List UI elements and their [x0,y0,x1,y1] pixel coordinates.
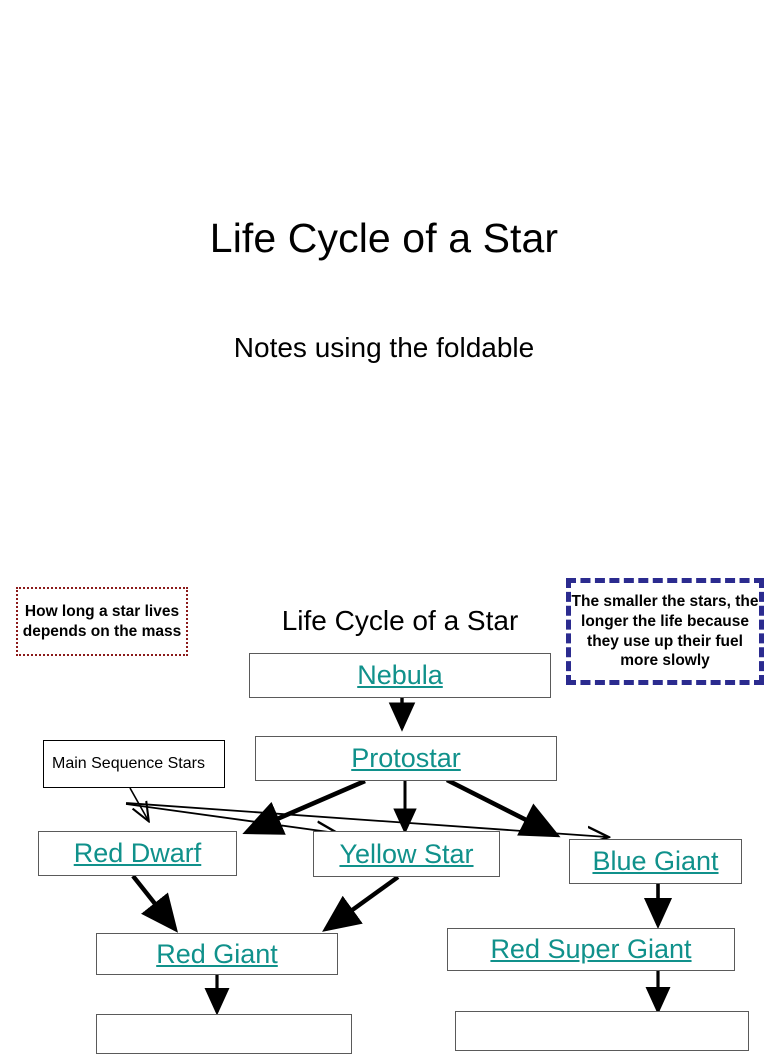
stage-box-blue-giant[interactable]: Blue Giant [569,839,742,884]
stage-box-bottom-right[interactable] [455,1011,749,1051]
stage-box-nebula-label: Nebula [357,660,443,691]
label-box-main-sequence-stars: Main Sequence Stars [43,740,225,788]
stage-box-red-super-giant-label: Red Super Giant [490,934,692,965]
stage-box-red-dwarf[interactable]: Red Dwarf [38,831,237,876]
life-cycle-diagram: Life Cycle of a Star How long a star liv… [0,565,768,1054]
stage-box-yellow-star-label: Yellow Star [339,838,474,869]
stage-box-protostar[interactable]: Protostar [255,736,557,781]
stage-box-red-giant[interactable]: Red Giant [96,933,338,975]
stage-box-yellow-star[interactable]: Yellow Star [313,831,500,877]
callout-mass-note: How long a star lives depends on the mas… [16,587,188,656]
callout-lifespan-note: The smaller the stars, the longer the li… [566,578,764,685]
page-title: Life Cycle of a Star [209,215,559,261]
label-box-main-sequence-stars-text: Main Sequence Stars [52,755,205,773]
stage-box-red-super-giant[interactable]: Red Super Giant [447,928,735,971]
stage-box-red-giant-label: Red Giant [156,938,278,969]
callout-lifespan-note-text: The smaller the stars, the longer the li… [571,592,759,670]
diagram-heading: Life Cycle of a Star [281,605,519,636]
stage-box-nebula[interactable]: Nebula [249,653,551,698]
page-subtitle: Notes using the foldable [233,332,535,363]
stage-box-red-dwarf-label: Red Dwarf [73,838,202,869]
stage-box-bottom-left[interactable] [96,1014,352,1054]
callout-mass-note-text: How long a star lives depends on the mas… [22,602,182,640]
stage-box-blue-giant-label: Blue Giant [592,846,719,877]
stage-box-protostar-label: Protostar [351,743,461,774]
